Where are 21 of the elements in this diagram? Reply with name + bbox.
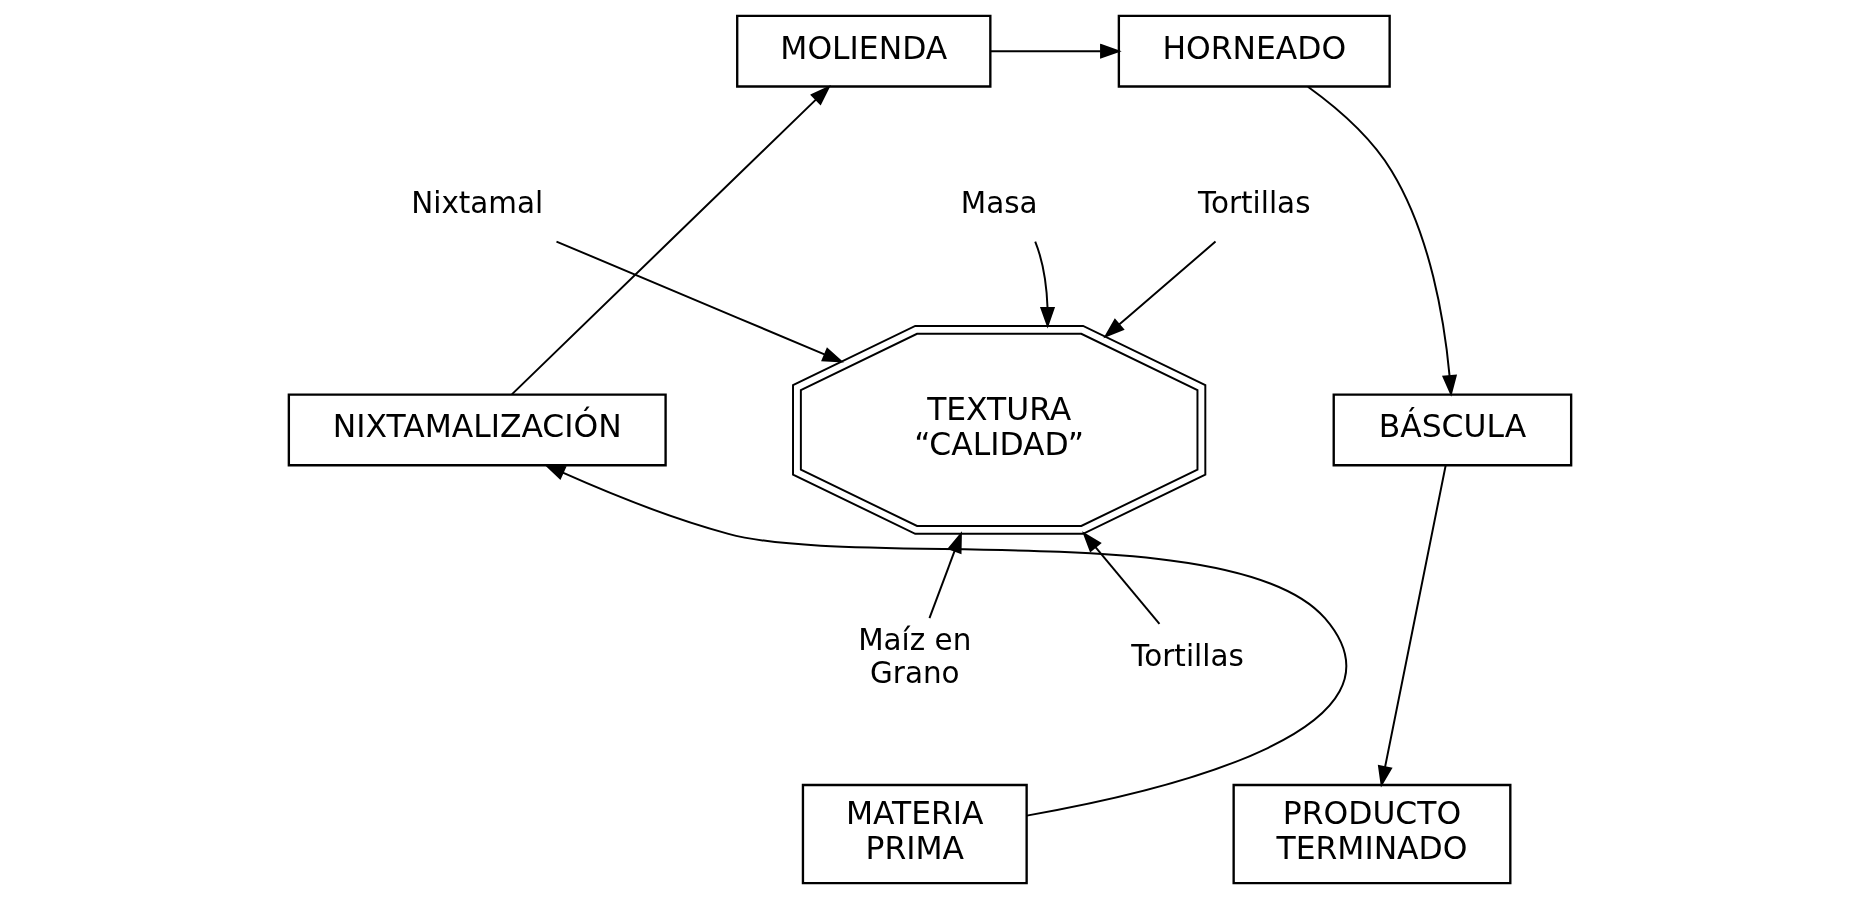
node-box: BÁSCULA [1332,393,1573,467]
arrow [1034,240,1056,329]
arrow [1103,240,1217,339]
node-text: Tortillas [1131,639,1244,674]
arrow [1082,531,1161,625]
node-text: Maíz en Grano [858,622,972,690]
node-text: Masa [960,186,1038,221]
node-box: MOLIENDA [736,14,992,88]
node-text: Nixtamal [411,186,544,221]
node-text: Tortillas [1198,186,1311,221]
arrow [510,85,831,396]
arrow [928,531,962,620]
arrow [989,43,1122,59]
arrow [555,240,844,363]
arrow [1306,85,1458,397]
node-box: HORNEADO [1117,14,1391,88]
node-box: NIXTAMALIZACIÓN [287,393,667,467]
node-box: PRODUCTO TERMINADO [1232,783,1512,885]
arrow [1377,464,1447,788]
arrow [543,464,1348,817]
node-box: MATERIA PRIMA [801,783,1028,885]
